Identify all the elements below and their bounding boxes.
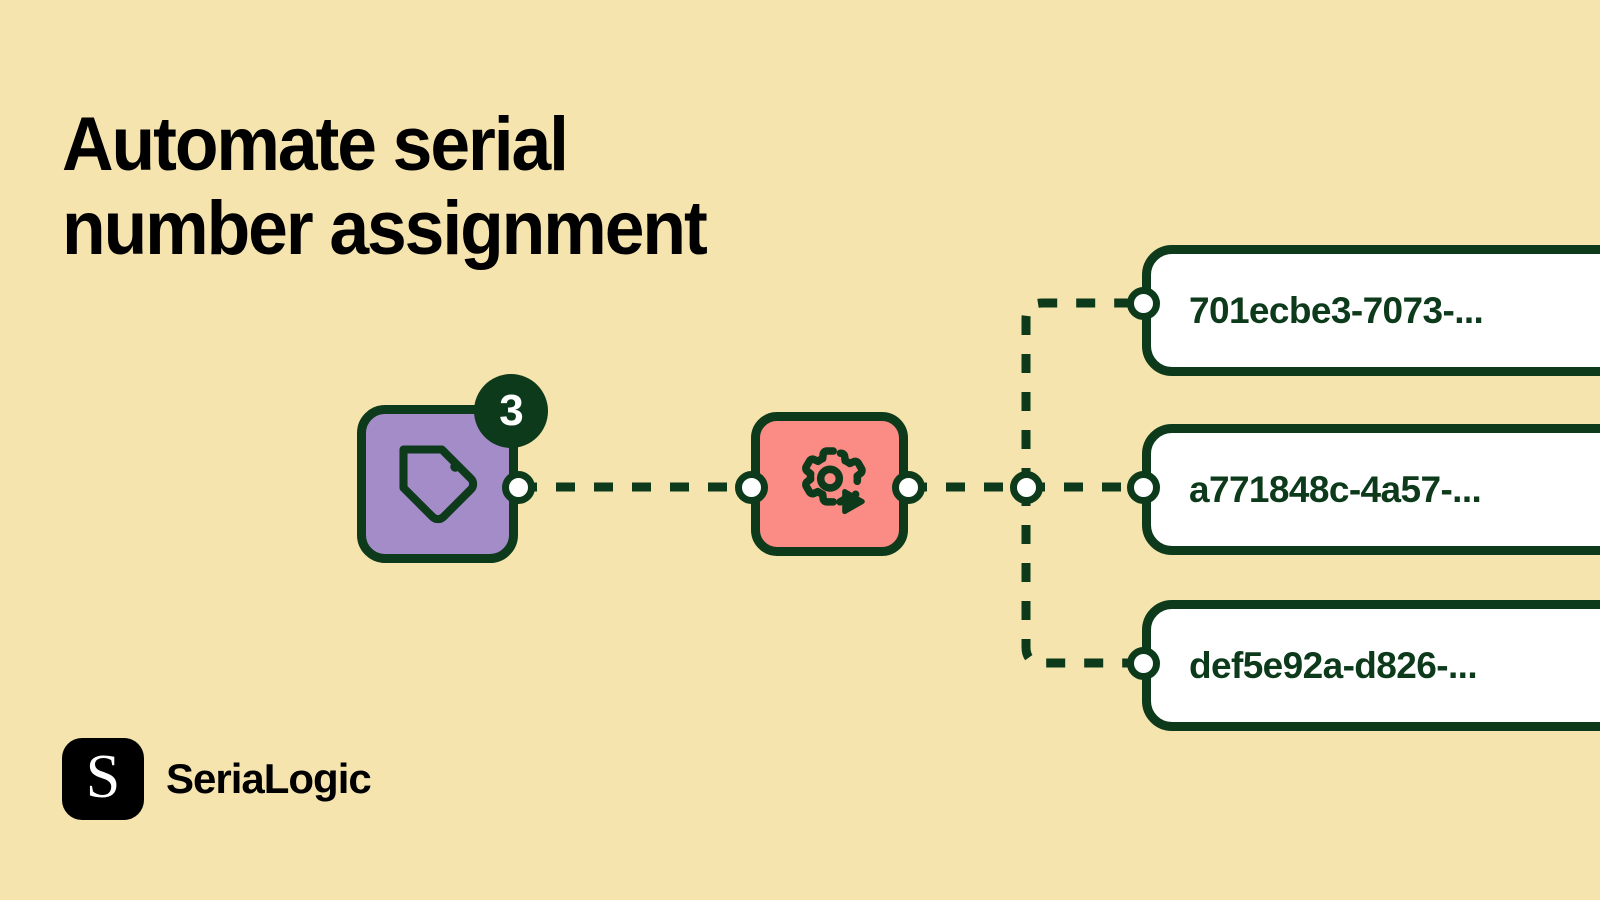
node-gear-run[interactable]: [751, 412, 908, 556]
page-title: Automate serial number assignment: [62, 101, 708, 271]
brand-name: SeriaLogic: [166, 755, 372, 802]
brand-lockup: S SeriaLogic: [62, 738, 372, 820]
output-card-label: a771848c-4a57-...: [1189, 468, 1482, 510]
port-tag-output[interactable]: [502, 471, 535, 504]
gear-play-icon: [801, 447, 866, 515]
edge-junction-to-card-1: [1021, 298, 1143, 487]
output-card[interactable]: a771848c-4a57-...: [1142, 424, 1600, 555]
logo-mark: S: [62, 738, 144, 820]
port-gear-output[interactable]: [892, 471, 925, 504]
output-card-label: 701ecbe3-7073-...: [1189, 289, 1484, 331]
output-card-label: def5e92a-d826-...: [1189, 644, 1478, 686]
output-card[interactable]: def5e92a-d826-...: [1142, 600, 1600, 731]
tag-icon: [398, 445, 477, 524]
port-card-2-input[interactable]: [1127, 471, 1160, 504]
output-card[interactable]: 701ecbe3-7073-...: [1142, 245, 1600, 376]
port-gear-input[interactable]: [735, 471, 768, 504]
logo-letter: S: [85, 743, 121, 811]
fan-out-junction[interactable]: [1010, 471, 1043, 504]
port-card-3-input[interactable]: [1127, 647, 1160, 680]
edge-junction-to-card-3: [1021, 487, 1143, 668]
port-card-1-input[interactable]: [1127, 287, 1160, 320]
status-badge: 3: [474, 374, 548, 448]
badge-count: 3: [499, 386, 524, 435]
